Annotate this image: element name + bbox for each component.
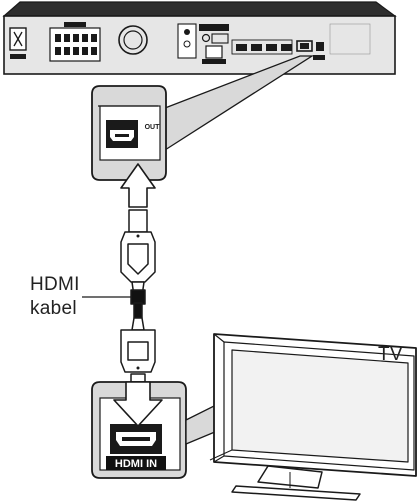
tv-monitor — [209, 333, 417, 501]
cable-label-line2: kabel — [30, 298, 77, 319]
hdmi-in-badge — [106, 456, 166, 470]
tv-label: TV — [378, 344, 403, 365]
cable-label-line1: HDMI — [30, 274, 80, 295]
hdmi-in-panel: HDMI IN — [91, 381, 187, 479]
hdmi-out-panel: OUT — [91, 85, 167, 181]
player-rear-panel — [2, 1, 397, 75]
arrow-down-icon — [113, 381, 163, 427]
arrow-up-icon — [120, 163, 156, 208]
port-out-label: OUT — [145, 124, 161, 131]
hdmi-cable — [120, 209, 156, 383]
port-in-label: HDMI IN — [115, 458, 157, 470]
